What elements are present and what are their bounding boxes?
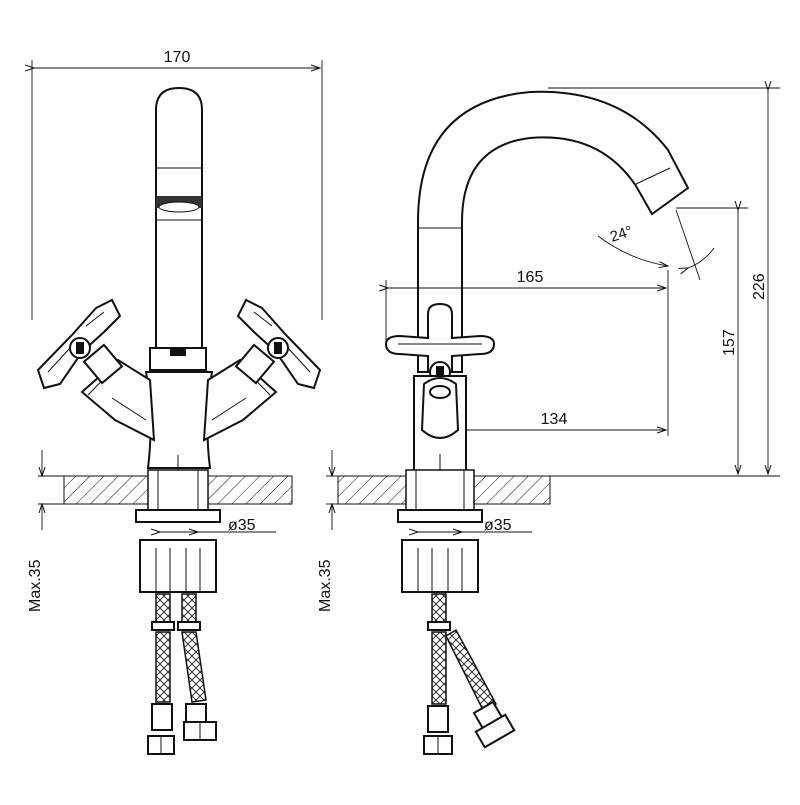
side-cross-handle [384, 302, 496, 383]
front-width-label: 170 [164, 49, 191, 66]
front-body [144, 371, 214, 469]
side-diameter-label: ø35 [484, 517, 512, 534]
front-max-label: Max.35 [27, 559, 44, 612]
side-total-height-label: 226 [751, 273, 768, 300]
front-hoses [147, 593, 217, 755]
side-body [413, 375, 467, 480]
front-spout [155, 86, 203, 351]
front-max-dimension: Max.35 [27, 450, 64, 612]
side-max-dimension: Max.35 [317, 450, 338, 612]
side-angle-dimension: 24° [597, 209, 715, 281]
side-height-dimensions: 226 157 [472, 88, 780, 477]
front-diameter-label: ø35 [228, 517, 256, 534]
side-angle-label: 24° [608, 223, 635, 246]
front-right-valve [202, 298, 322, 442]
front-countertop [63, 469, 293, 511]
front-left-valve [36, 298, 156, 442]
side-inner-reach-label: 134 [541, 411, 568, 428]
side-spout-height-label: 157 [721, 329, 738, 356]
front-view: 170 [27, 49, 323, 755]
side-spout [417, 90, 690, 373]
side-reach-dimensions: 165 134 [386, 269, 669, 436]
side-mounting: ø35 [397, 509, 532, 593]
side-countertop [337, 469, 551, 511]
side-reach-label: 165 [517, 269, 544, 286]
side-view: 24° 226 157 165 134 [317, 88, 780, 755]
front-width-dimension: 170 [32, 49, 323, 320]
front-mounting: ø35 [135, 509, 276, 593]
side-hoses [423, 593, 516, 755]
side-max-label: Max.35 [317, 559, 334, 612]
